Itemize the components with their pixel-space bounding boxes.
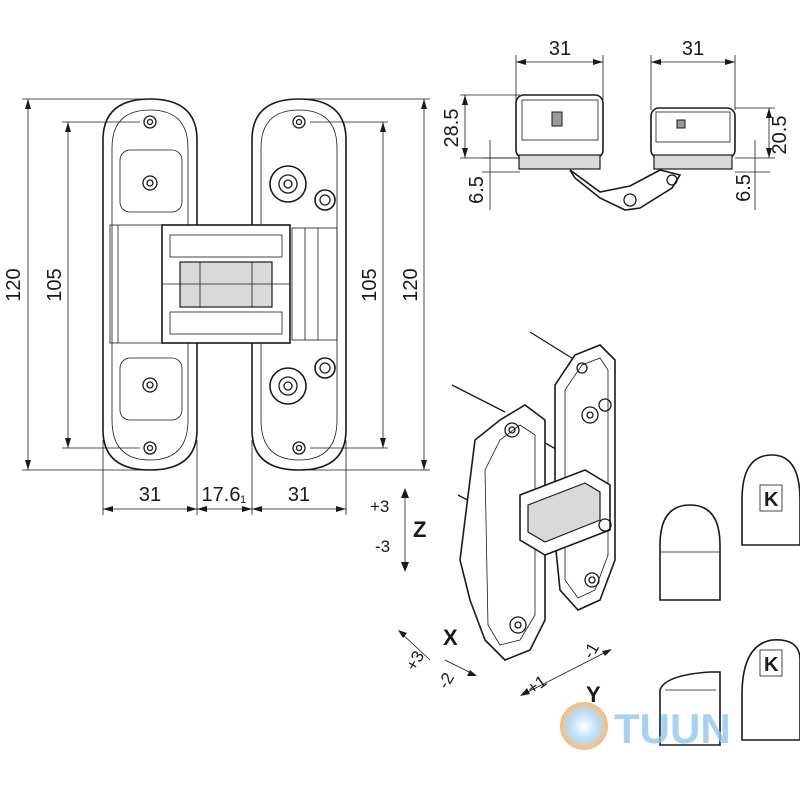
x-plus-label: +3 [402, 648, 428, 674]
top-view-dims: 31 31 28.5 6.5 20.5 6.5 [441, 38, 791, 210]
top-dim-height-right: 20.5 [769, 116, 791, 155]
x-axis-label: X [443, 625, 458, 650]
dim-height-inner-left: 105 [44, 268, 66, 301]
top-dim-width-right: 31 [682, 38, 704, 60]
front-height-dims: 120 105 105 120 [3, 98, 430, 471]
front-width-dims: 31 17.6 1 31 [102, 440, 347, 515]
dim-height-outer-right: 120 [400, 268, 422, 301]
cap-logo-letter-top: K [764, 489, 779, 511]
adjustment-axes: +3 Z -3 X +3 -2 +1 -1 Y [370, 488, 612, 707]
top-dim-offset-left: 6.5 [466, 176, 488, 204]
cap-logo-letter-bottom: K [764, 654, 779, 676]
y-minus-label: -1 [579, 639, 603, 662]
dim-gap: 17.6 [202, 484, 241, 506]
front-view: 120 105 105 120 31 17.6 1 31 [3, 98, 430, 515]
watermark-logo: TUUN [556, 698, 796, 754]
z-plus-label: +3 [370, 497, 389, 516]
dim-gap-sub: 1 [240, 494, 246, 506]
watermark-circle-icon: TUUN [560, 702, 731, 752]
z-minus-label: -3 [375, 537, 390, 556]
dim-height-inner-right: 105 [359, 268, 381, 301]
hinge-mechanism [161, 224, 291, 344]
dim-width-left: 31 [139, 484, 161, 506]
x-minus-label: -2 [434, 669, 458, 692]
dim-width-right: 31 [288, 484, 310, 506]
right-hinge-leaf [251, 98, 347, 471]
z-axis-label: Z [413, 517, 426, 542]
top-dim-height-left: 28.5 [441, 109, 463, 148]
top-view: 31 31 28.5 6.5 20.5 6.5 [441, 38, 791, 211]
watermark-text: TUUN [614, 705, 731, 752]
isometric-view [451, 331, 616, 661]
y-axis-label: Y [586, 682, 601, 707]
top-dim-offset-right: 6.5 [733, 174, 755, 202]
cover-caps: K K [659, 454, 800, 746]
top-dim-width-left: 31 [549, 38, 571, 60]
dim-height-outer-left: 120 [3, 268, 25, 301]
